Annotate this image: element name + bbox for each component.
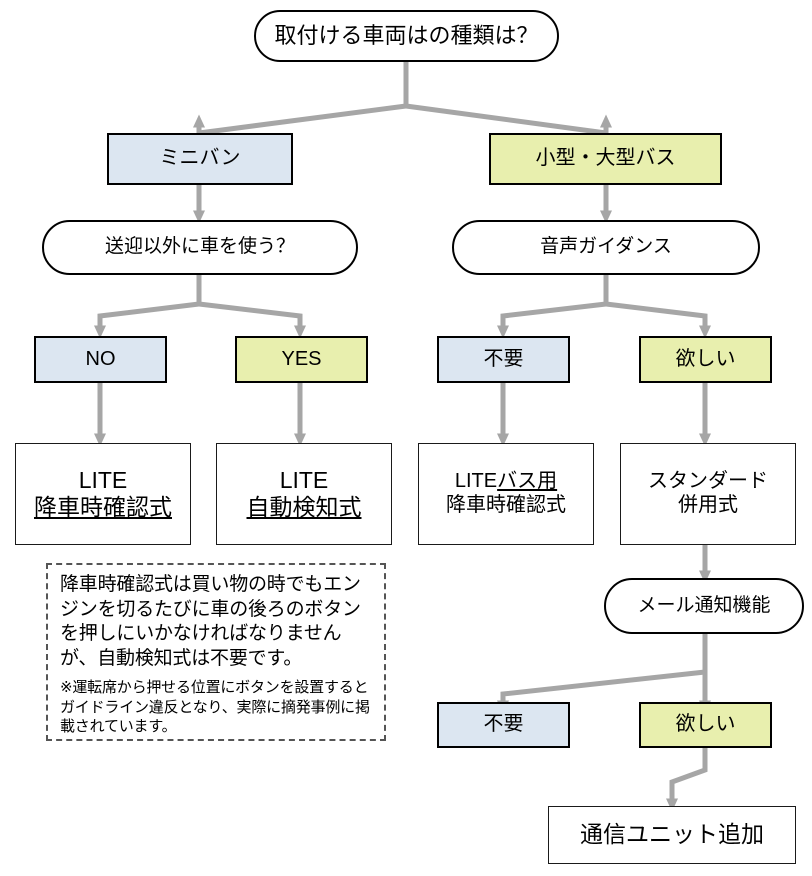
node-hoshii-mail-label: 欲しい (675, 713, 736, 736)
node-product-lite-kousha[interactable]: LITE 降車時確認式 (15, 443, 191, 545)
product-lite-bus-line1b: バス用 (497, 470, 558, 493)
node-hoshii-voice-label: 欲しい (675, 347, 736, 370)
product-lite-jidou-line1: LITE (279, 466, 329, 493)
node-root-label: 取付ける車両はの種類は？ (274, 23, 539, 49)
node-fuyou-mail[interactable]: 不要 (437, 702, 570, 748)
note-sub-text: ※運転席から押せる位置にボタンを設置するとガイドライン違反となり、実際に摘発事例… (60, 678, 370, 736)
note-box: 降車時確認式は買い物の時でもエンジンを切るたびに車の後ろのボタンを押しにいかなけ… (46, 563, 386, 741)
node-fuyou-voice-label: 不要 (483, 347, 524, 370)
node-yes-left[interactable]: YES (235, 336, 368, 383)
product-standard-line1: スタンダード (648, 470, 768, 493)
node-product-lite-jidou[interactable]: LITE 自動検知式 (216, 443, 392, 545)
product-standard-line2: 併用式 (678, 494, 738, 516)
edge-root-to-minivan (193, 103, 407, 136)
node-question-mail-label: メール通知機能 (637, 594, 771, 616)
node-bus[interactable]: 小型・大型バス (489, 133, 722, 185)
edge-mail-to-fuyou (497, 669, 706, 714)
node-yes-left-label: YES (281, 347, 322, 370)
product-lite-kousha-line2: 降車時確認式 (34, 494, 172, 520)
node-fuyou-voice[interactable]: 不要 (437, 336, 570, 383)
node-minivan-label: ミニバン (159, 147, 241, 170)
note-main-text: 降車時確認式は買い物の時でもエンジンを切るたびに車の後ろのボタンを押しにいかなけ… (60, 574, 361, 670)
node-product-tsuushin-label: 通信ユニット追加 (580, 821, 764, 848)
node-no-left-label: NO (85, 347, 116, 370)
node-question-voice[interactable]: 音声ガイダンス (452, 220, 760, 275)
node-product-tsuushin[interactable]: 通信ユニット追加 (548, 806, 796, 864)
node-bus-label: 小型・大型バス (535, 147, 676, 170)
edge-qv-to-fuyou (497, 301, 607, 339)
node-fuyou-mail-label: 不要 (483, 713, 524, 736)
node-hoshii-mail[interactable]: 欲しい (639, 702, 772, 748)
product-lite-kousha-line1: LITE (78, 466, 128, 493)
edge-hoshii-to-tsuushin (666, 748, 708, 812)
node-no-left[interactable]: NO (34, 336, 167, 383)
edge-root-to-bus (405, 103, 612, 136)
node-product-lite-bus[interactable]: LITEバス用 降車時確認式 (418, 443, 594, 545)
node-root[interactable]: 取付ける車両はの種類は？ (254, 10, 559, 62)
node-minivan[interactable]: ミニバン (107, 133, 293, 185)
product-lite-bus-line1a: LITE (454, 470, 498, 493)
edge-qu-to-no (94, 301, 200, 339)
product-lite-bus-line2: 降車時確認式 (446, 494, 566, 516)
node-question-use[interactable]: 送迎以外に車を使う？ (42, 220, 358, 275)
node-question-use-label: 送迎以外に車を使う？ (104, 236, 295, 258)
edge-qu-to-yes (198, 301, 306, 339)
product-lite-jidou-line2: 自動検知式 (246, 494, 362, 520)
edge-qv-to-hoshii (605, 301, 711, 339)
node-question-voice-label: 音声ガイダンス (540, 236, 672, 258)
node-question-mail[interactable]: メール通知機能 (604, 578, 804, 634)
node-product-standard[interactable]: スタンダード 併用式 (620, 443, 796, 545)
node-hoshii-voice[interactable]: 欲しい (639, 336, 772, 383)
